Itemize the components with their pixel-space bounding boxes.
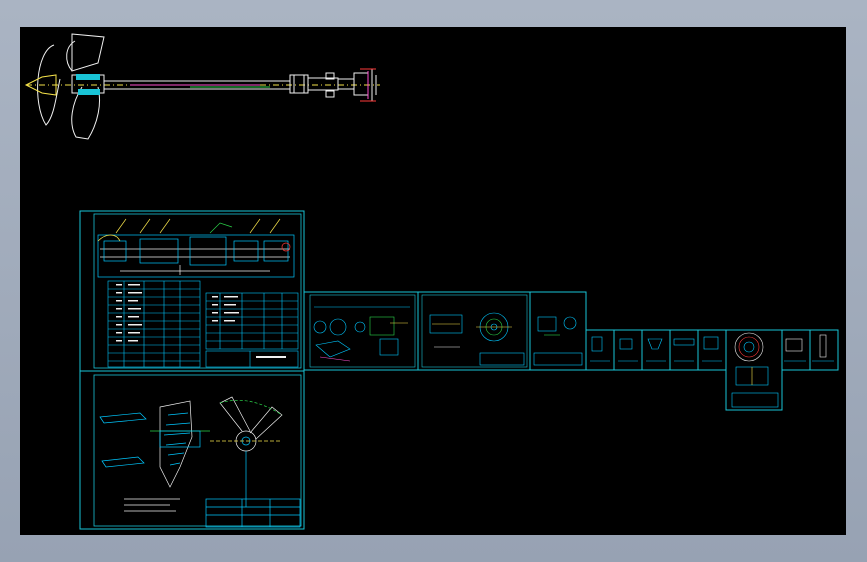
part-sheets-row[interactable]	[303, 291, 839, 411]
propeller-shaft-overview[interactable]	[24, 33, 380, 140]
part-sheet-10[interactable]	[781, 329, 811, 371]
cad-viewport[interactable]	[20, 27, 846, 535]
part-sheet-7[interactable]	[669, 329, 699, 371]
blade-upper	[71, 33, 105, 72]
part-sheet-11[interactable]	[809, 329, 839, 371]
sheet-frame	[79, 370, 305, 530]
assembly-sheet[interactable]	[79, 210, 305, 372]
drawing-canvas[interactable]	[20, 27, 846, 535]
part-sheet-3[interactable]	[529, 291, 587, 371]
blade-left	[37, 44, 61, 126]
part-sheet-6[interactable]	[641, 329, 671, 371]
part-sheet-9[interactable]	[725, 329, 783, 411]
part-sheet-1[interactable]	[303, 291, 419, 371]
propeller-sheet[interactable]	[79, 370, 305, 530]
part-sheet-5[interactable]	[613, 329, 643, 371]
blade-lower	[71, 86, 101, 140]
coupling-1	[289, 74, 309, 94]
flange	[353, 72, 369, 96]
part-sheet-2[interactable]	[417, 291, 531, 371]
part-sheet-8[interactable]	[697, 329, 727, 371]
part-sheet-4[interactable]	[585, 329, 615, 371]
